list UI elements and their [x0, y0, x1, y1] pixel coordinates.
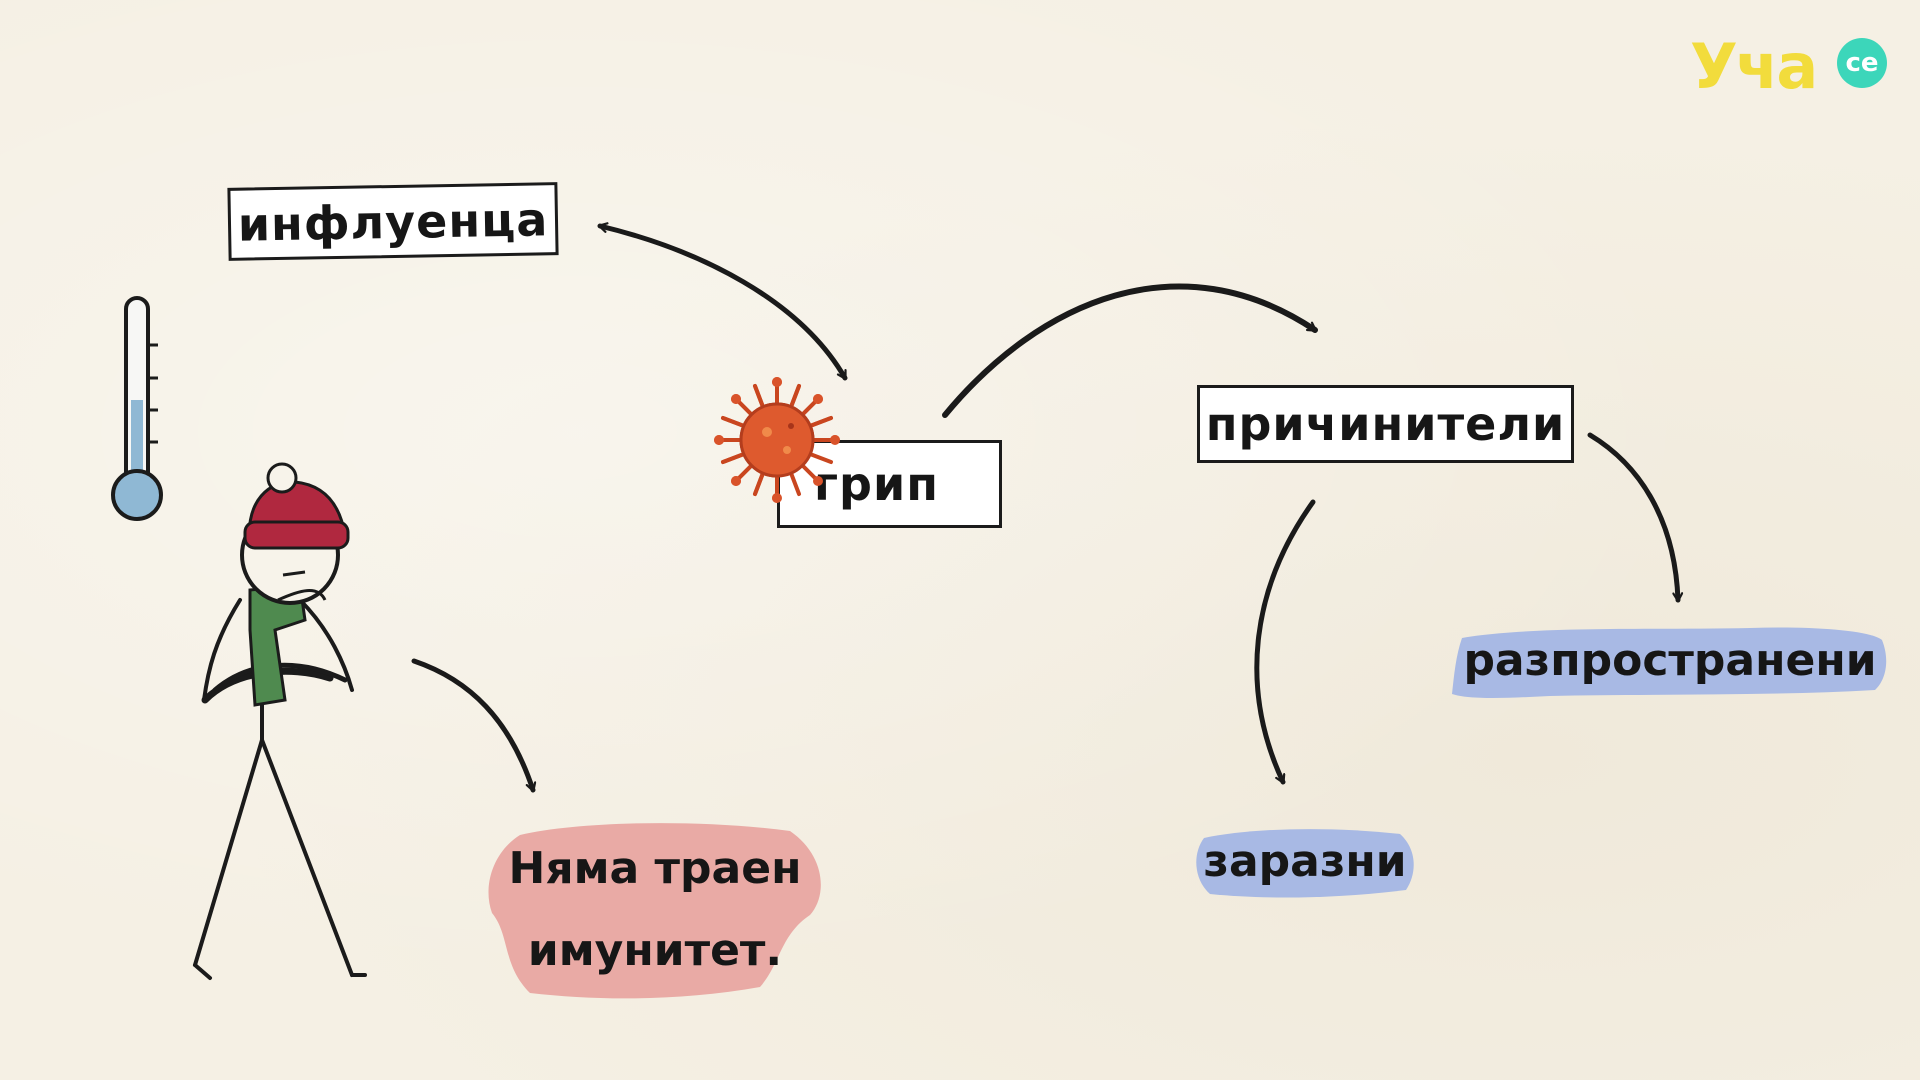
thermometer-icon — [111, 296, 163, 521]
logo-text: Уча — [1690, 30, 1818, 103]
label-causes-text: причинители — [1205, 397, 1566, 451]
brand-logo: Уча се — [1690, 30, 1900, 110]
blue-highlight-shape — [1196, 829, 1414, 898]
logo-play-bubble-icon: се — [1837, 38, 1887, 88]
label-causes: причинители — [1197, 385, 1574, 463]
arrow-causes-widespread — [1587, 432, 1684, 603]
label-grip-text: грип — [814, 457, 939, 511]
label-no-immunity: Няма траен имунитет. — [480, 815, 830, 1005]
blue-highlight-shape — [1452, 627, 1887, 698]
label-widespread-text: разпространени — [1463, 634, 1877, 686]
arrow-grip-causes — [942, 283, 1318, 418]
logo-badge-text: се — [1845, 48, 1879, 78]
label-contagious: заразни — [1190, 820, 1420, 902]
virus-overlay — [714, 377, 840, 503]
sick-person-figure — [193, 462, 367, 980]
arrow-influenza-grip — [597, 222, 848, 381]
label-no-immunity-line2: имунитет. — [527, 925, 783, 976]
pink-highlight-shape — [488, 823, 821, 999]
label-contagious-text: заразни — [1203, 835, 1407, 887]
label-widespread: разпространени — [1450, 620, 1890, 700]
arrow-person-immunity — [411, 658, 537, 793]
label-influenza: инфлуенца — [227, 182, 559, 261]
arrow-causes-contagious — [1254, 499, 1316, 785]
label-no-immunity-line1: Няма траен — [508, 843, 802, 894]
label-influenza-text: инфлуенца — [237, 191, 549, 252]
